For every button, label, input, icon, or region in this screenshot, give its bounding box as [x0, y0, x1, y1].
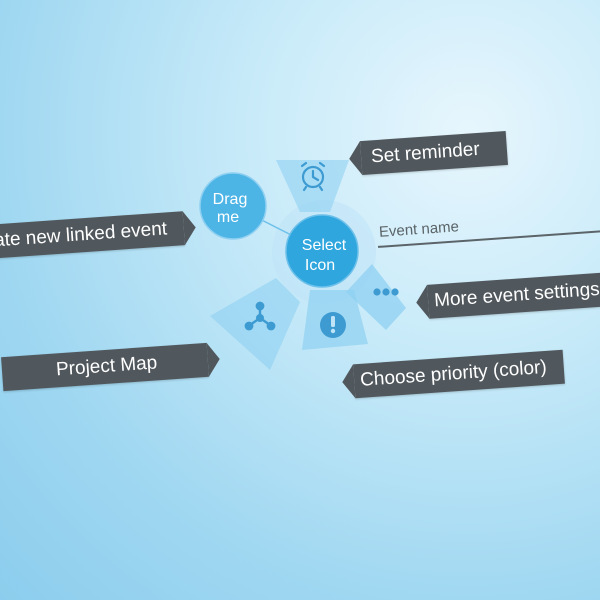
drag-label-line1: Drag	[213, 191, 248, 208]
alarm-clock-icon	[300, 161, 326, 192]
segment-settings[interactable]	[346, 264, 406, 330]
select-icon-line1: Select	[302, 237, 347, 254]
select-icon-line2: Icon	[305, 257, 335, 274]
drag-label-line2: me	[217, 209, 239, 226]
network-icon	[244, 301, 276, 331]
more-dots-icon	[373, 288, 399, 296]
drag-handle[interactable]: Drag me	[199, 172, 267, 240]
select-icon-button[interactable]: Select Icon	[285, 214, 359, 288]
segment-priority[interactable]	[302, 290, 368, 350]
segment-map[interactable]	[210, 278, 300, 370]
segment-reminder[interactable]	[276, 160, 349, 212]
exclamation-icon	[320, 312, 346, 338]
